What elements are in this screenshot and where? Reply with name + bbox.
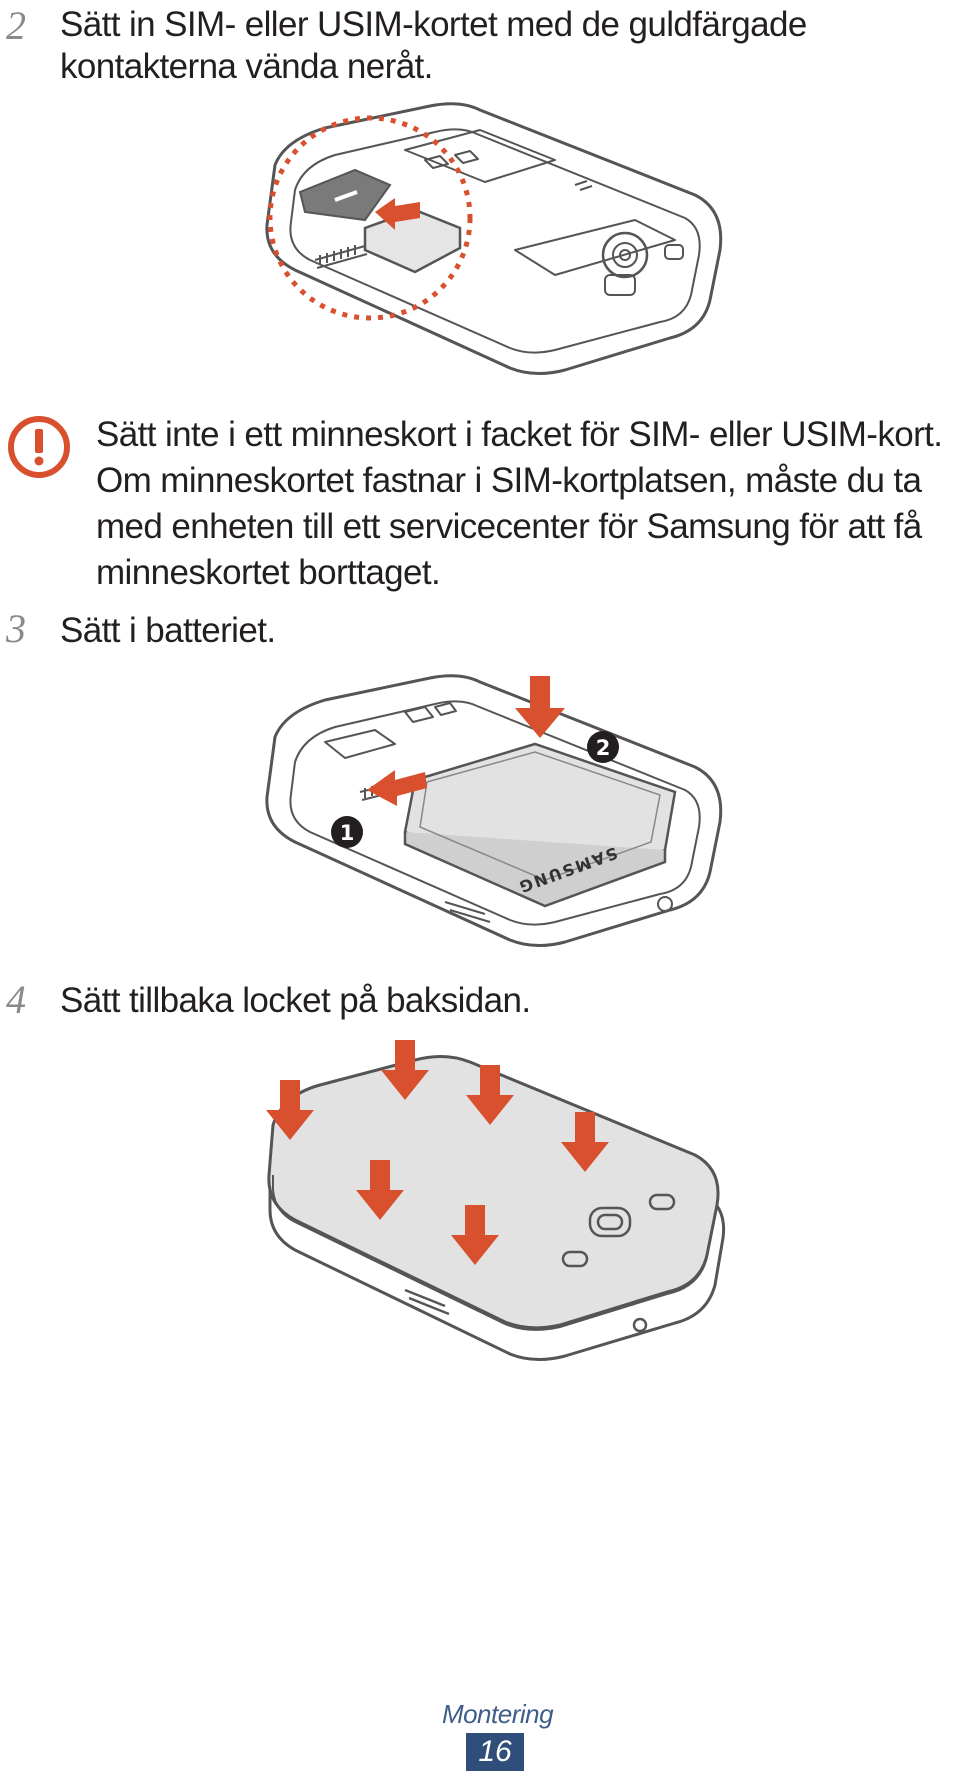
callout-2-badge: 2 xyxy=(587,731,619,763)
step-2-line-2: kontakterna vända neråt. xyxy=(60,47,433,86)
callout-1: 1 xyxy=(340,821,355,845)
footer-section-title: Montering xyxy=(441,1699,554,1729)
warning-line-3: med enheten till ett servicecenter för S… xyxy=(96,507,922,546)
battery-insert-illustration: SAMSUNG 1 xyxy=(265,674,723,947)
step-2-line-1: Sätt in SIM- eller USIM-kortet med de gu… xyxy=(60,5,807,44)
warning-icon xyxy=(8,416,70,478)
warning-line-1: Sätt inte i ett minneskort i facket för … xyxy=(96,415,943,454)
step-2-text: Sätt in SIM- eller USIM-kortet med de gu… xyxy=(60,4,807,88)
step-3-text: Sätt i batteriet. xyxy=(60,610,276,652)
warning-line-4: minneskortet borttaget. xyxy=(96,553,441,592)
page-number: 16 xyxy=(466,1733,524,1771)
step-number-4: 4 xyxy=(6,977,26,1022)
callout-2: 2 xyxy=(596,736,611,760)
step-4-line-1: Sätt tillbaka locket på baksidan. xyxy=(60,981,531,1020)
back-cover-illustration xyxy=(266,1040,726,1361)
warning-text: Sätt inte i ett minneskort i facket för … xyxy=(96,412,956,596)
step-number-3: 3 xyxy=(6,606,26,651)
step-3-line-1: Sätt i batteriet. xyxy=(60,611,276,650)
warning-line-2: Om minneskortet fastnar i SIM-kortplatse… xyxy=(96,461,922,500)
sim-insert-illustration xyxy=(265,102,723,375)
step-number-2: 2 xyxy=(6,3,26,48)
step-4-text: Sätt tillbaka locket på baksidan. xyxy=(60,980,531,1022)
